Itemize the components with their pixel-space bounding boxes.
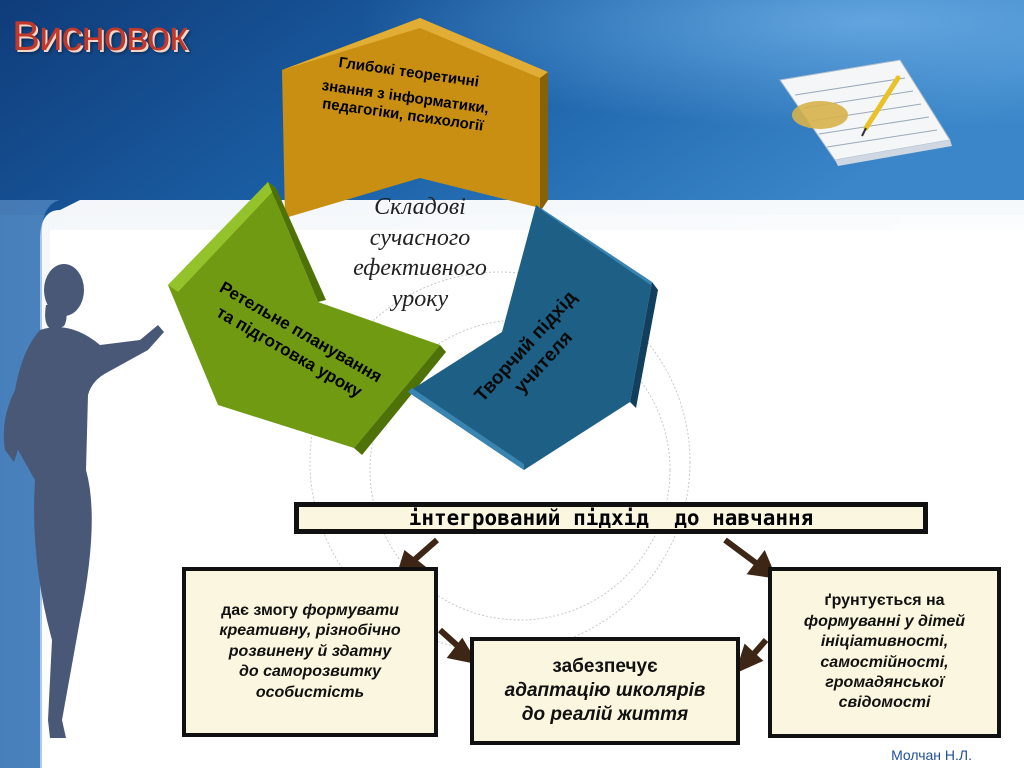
blue-segment xyxy=(408,205,658,470)
outcome-box-civic: ґрунтується на формуванні у дітей ініціа… xyxy=(768,567,1001,738)
gold-segment xyxy=(282,18,548,218)
integrated-approach-banner: інтегрований підхід до навчання xyxy=(294,502,928,534)
outcome-box-personality: дає змогу формувати креативну, різнобічн… xyxy=(182,567,438,737)
notebook-pen-image xyxy=(779,59,952,166)
woman-silhouette xyxy=(3,264,165,738)
outcome-box-adaptation: забезпечує адаптацію школярів до реалій … xyxy=(470,637,740,745)
slide-title: Висновок xyxy=(12,12,188,59)
green-segment xyxy=(168,182,446,455)
diagram-center-label: Складові сучасного ефективного уроку xyxy=(353,194,487,313)
author-credit: Молчан Н.Л. xyxy=(891,747,972,763)
outcome-box-personality-line1: дає змогу формувати xyxy=(221,601,399,619)
connector-arrows xyxy=(395,537,777,674)
